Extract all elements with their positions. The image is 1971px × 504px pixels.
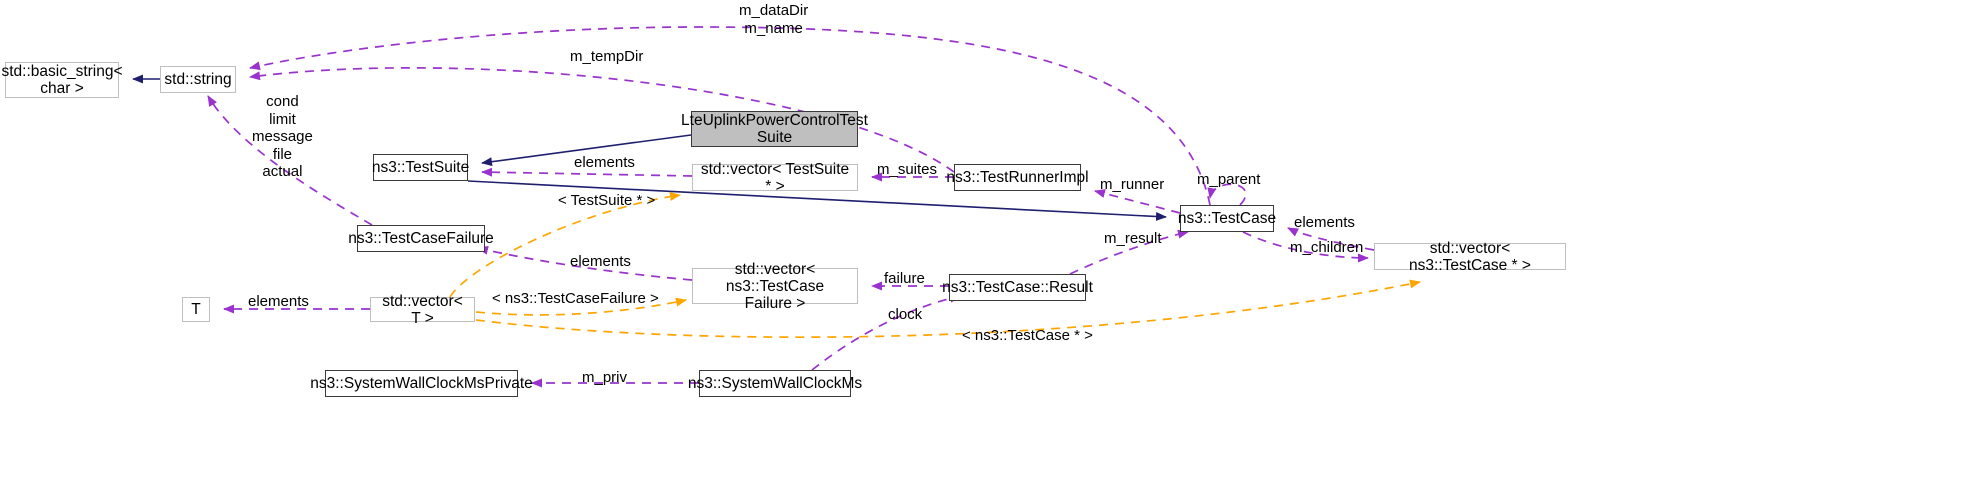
node-ns3-systemwallclockms[interactable]: ns3::SystemWallClockMs	[688, 370, 862, 397]
node-ns3-testcase-result[interactable]: ns3::TestCase::Result	[942, 274, 1093, 301]
node-vector-ns3-testcasefailure[interactable]: std::vector< ns3::TestCase Failure >	[692, 261, 858, 312]
node-lte-uplink-power-control-test-suite[interactable]: LteUplinkPowerControlTest Suite	[681, 111, 868, 147]
edge-label-m-runner: m_runner	[1100, 176, 1165, 193]
edge-label-m-suites: m_suites	[877, 161, 938, 178]
edge-label-elements-failure: elements	[570, 253, 631, 270]
edge-label-elements-testsuite: elements	[574, 154, 635, 171]
edge-label-elements-testcase: elements	[1294, 214, 1355, 231]
edge-label-m-tempdir: m_tempDir	[570, 48, 644, 65]
edge-vectestsuite-to-testsuite	[481, 167, 693, 177]
node-ns3-testcasefailure[interactable]: ns3::TestCaseFailure	[348, 225, 494, 252]
node-ns3-systemwallclockmsprivate[interactable]: ns3::SystemWallClockMsPrivate	[310, 370, 533, 397]
edge-label-template-testsuite-ptr: < TestSuite * >	[558, 192, 656, 209]
edge-label-template-ns3-testcasefailure: < ns3::TestCaseFailure >	[492, 290, 659, 307]
edge-label-m-datadir-m-name: m_dataDir m_name	[739, 2, 809, 37]
node-ns3-testsuite[interactable]: ns3::TestSuite	[372, 154, 469, 181]
node-vector-t[interactable]: std::vector< T >	[370, 293, 475, 327]
edge-label-template-ns3-testcase-ptr: < ns3::TestCase * >	[962, 327, 1093, 344]
node-vector-ns3-testcase-ptr[interactable]: std::vector< ns3::TestCase * >	[1374, 240, 1566, 274]
node-ns3-testrunnerimpl[interactable]: ns3::TestRunnerImpl	[946, 164, 1089, 191]
edge-testcase-to-runner	[1094, 189, 1181, 214]
node-vector-testsuite-ptr[interactable]: std::vector< TestSuite * >	[692, 161, 858, 195]
node-std-string[interactable]: std::string	[160, 66, 236, 93]
edge-label-m-parent: m_parent	[1197, 171, 1261, 188]
edge-label-m-result: m_result	[1104, 230, 1162, 247]
node-template-t[interactable]: T	[182, 297, 210, 322]
edge-label-m-children: m_children	[1290, 239, 1364, 256]
edge-label-failure: failure	[884, 270, 925, 287]
edge-label-elements-t: elements	[248, 293, 309, 310]
node-std-basic-string[interactable]: std::basic_string< char >	[1, 62, 123, 98]
edge-label-clock: clock	[888, 306, 923, 323]
edge-label-failure-fields: cond limit message file actual	[252, 93, 313, 180]
node-ns3-testcase[interactable]: ns3::TestCase	[1178, 205, 1276, 232]
edge-label-m-priv: m_priv	[582, 369, 628, 386]
